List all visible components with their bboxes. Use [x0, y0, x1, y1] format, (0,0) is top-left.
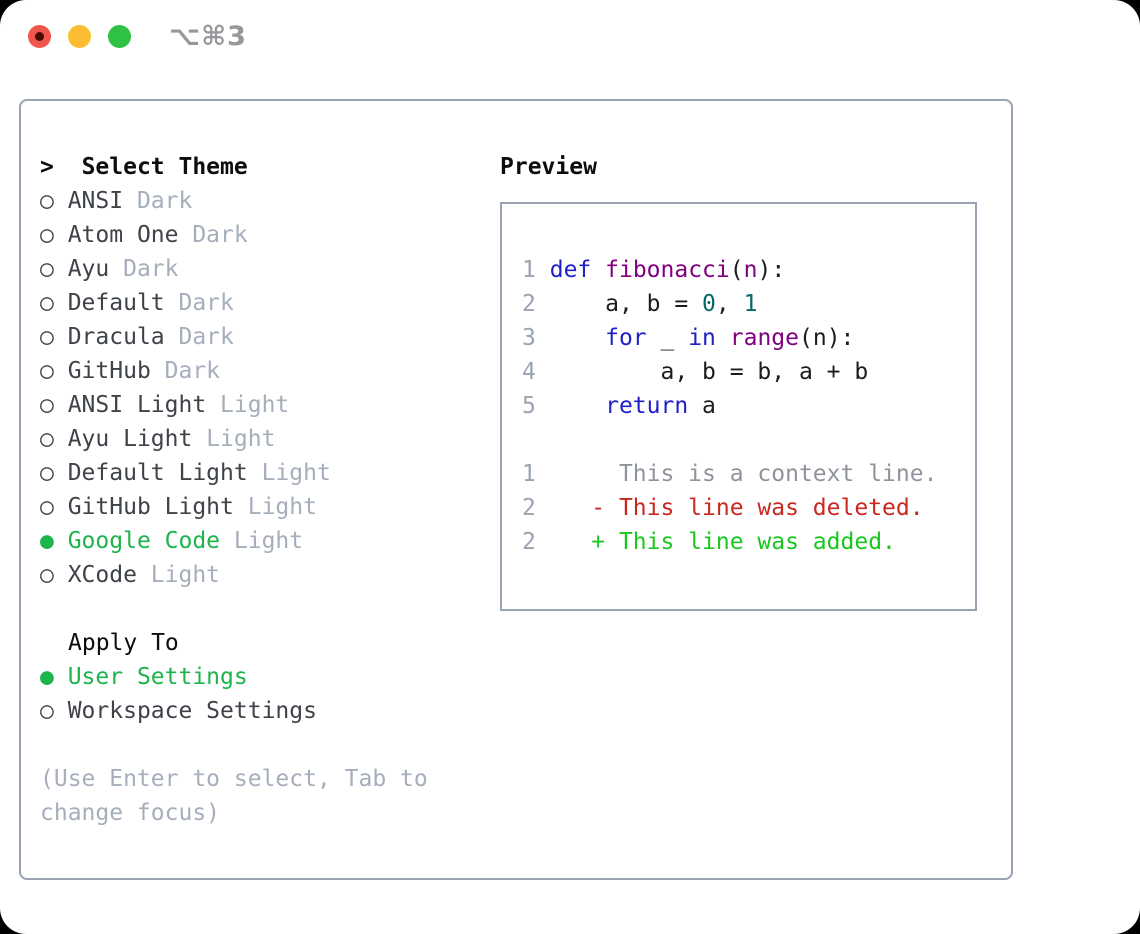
close-button[interactable]	[28, 25, 51, 48]
code-line	[522, 423, 975, 457]
theme-variant: Light	[150, 562, 221, 588]
theme-selector-column: > Select Theme ○ ANSI Dark○ Atom One Dar…	[40, 150, 500, 878]
theme-variant: Light	[247, 494, 317, 520]
code-line: 4 a, b = b, a + b	[522, 359, 869, 385]
select-theme-header: > Select Theme	[40, 150, 500, 184]
theme-name: ANSI Light	[67, 392, 221, 418]
theme-name: GitHub Light	[67, 494, 248, 520]
radio-icon: ○	[40, 358, 68, 384]
code-lines: 1 def fibonacci(n): 2 a, b = 0, 1 3 for _ …	[522, 253, 975, 559]
radio-icon: ○	[40, 698, 68, 724]
theme-name: ANSI	[67, 188, 137, 214]
theme-variant: Light	[220, 392, 290, 418]
theme-variant: Dark	[123, 256, 179, 282]
preview-column: Preview 1 def fibonacci(n): 2 a, b = 0, 1…	[500, 150, 1011, 878]
preview-title: Preview	[500, 154, 597, 180]
radio-icon: ○	[40, 426, 68, 452]
theme-name: Default Light	[67, 460, 262, 486]
preview-code-box: 1 def fibonacci(n): 2 a, b = 0, 1 3 for _ …	[500, 202, 977, 611]
apply-to-header: Apply To	[68, 630, 179, 656]
radio-icon: ○	[40, 494, 68, 520]
theme-item-default-light[interactable]: ○ Default Light Light	[40, 456, 500, 490]
keyboard-hint: (Use Enter to select, Tab to change focu…	[40, 766, 428, 826]
radio-icon: ○	[40, 222, 68, 248]
theme-item-ayu-light[interactable]: ○ Ayu Light Light	[40, 422, 500, 456]
radio-icon: ○	[40, 256, 68, 282]
radio-icon: ●	[40, 664, 68, 690]
theme-item-google-code[interactable]: ● Google Code Light	[40, 524, 500, 558]
spacer	[40, 592, 500, 626]
radio-icon: ○	[40, 460, 68, 486]
apply-to-list: ● User Settings○ Workspace Settings	[40, 660, 500, 728]
code-line: 5 return a	[522, 393, 716, 419]
theme-item-ansi[interactable]: ○ ANSI Dark	[40, 184, 500, 218]
theme-item-atom-one[interactable]: ○ Atom One Dark	[40, 218, 500, 252]
theme-name: Dracula	[67, 324, 179, 350]
spacer	[40, 728, 500, 762]
zoom-button[interactable]	[108, 25, 131, 48]
minimize-button[interactable]	[68, 25, 91, 48]
radio-icon: ○	[40, 324, 68, 350]
code-line: 2 - This line was deleted.	[522, 495, 924, 521]
code-line: 1 This is a context line.	[522, 461, 938, 487]
radio-icon: ○	[40, 562, 68, 588]
theme-item-dracula[interactable]: ○ Dracula Dark	[40, 320, 500, 354]
theme-variant: Dark	[136, 188, 193, 214]
main-panel: > Select Theme ○ ANSI Dark○ Atom One Dar…	[19, 99, 1013, 880]
radio-icon: ○	[40, 392, 68, 418]
theme-name: Ayu Light	[67, 426, 207, 452]
theme-variant: Dark	[178, 290, 234, 316]
theme-name: Atom One	[67, 222, 193, 248]
radio-icon: ○	[40, 188, 68, 214]
theme-variant: Light	[261, 460, 331, 486]
apply-option-workspace-settings[interactable]: ○ Workspace Settings	[40, 694, 500, 728]
theme-variant: Light	[233, 528, 304, 554]
window-title: ⌥⌘3	[169, 21, 247, 52]
prompt-caret: >	[40, 154, 68, 180]
theme-name: Default	[67, 290, 179, 316]
radio-icon: ○	[40, 290, 68, 316]
theme-item-ansi-light[interactable]: ○ ANSI Light Light	[40, 388, 500, 422]
theme-name: Google Code	[67, 528, 234, 554]
theme-variant: Light	[206, 426, 276, 452]
close-dot-icon	[35, 32, 44, 41]
apply-option-user-settings[interactable]: ● User Settings	[40, 660, 500, 694]
apply-option-label: User Settings	[67, 664, 248, 690]
theme-item-github-light[interactable]: ○ GitHub Light Light	[40, 490, 500, 524]
theme-name: GitHub	[67, 358, 165, 384]
code-line: 2 + This line was added.	[522, 529, 896, 555]
theme-item-default[interactable]: ○ Default Dark	[40, 286, 500, 320]
theme-variant: Dark	[178, 324, 234, 350]
code-line: 2 a, b = 0, 1	[522, 291, 758, 317]
theme-variant: Dark	[164, 358, 221, 384]
theme-variant: Dark	[192, 222, 248, 248]
theme-item-ayu[interactable]: ○ Ayu Dark	[40, 252, 500, 286]
theme-name: Ayu	[67, 256, 124, 282]
code-line: 3 for _ in range(n):	[522, 325, 855, 351]
select-theme-title-text: Select Theme	[81, 154, 248, 180]
apply-option-label: Workspace Settings	[67, 698, 317, 724]
theme-item-github[interactable]: ○ GitHub Dark	[40, 354, 500, 388]
titlebar: ⌥⌘3	[0, 0, 1140, 52]
code-line: 1 def fibonacci(n):	[522, 257, 786, 283]
select-theme-title	[68, 154, 82, 180]
radio-icon: ●	[40, 528, 68, 554]
theme-name: XCode	[67, 562, 151, 588]
theme-list: ○ ANSI Dark○ Atom One Dark○ Ayu Dark○ De…	[40, 184, 500, 592]
theme-item-xcode[interactable]: ○ XCode Light	[40, 558, 500, 592]
